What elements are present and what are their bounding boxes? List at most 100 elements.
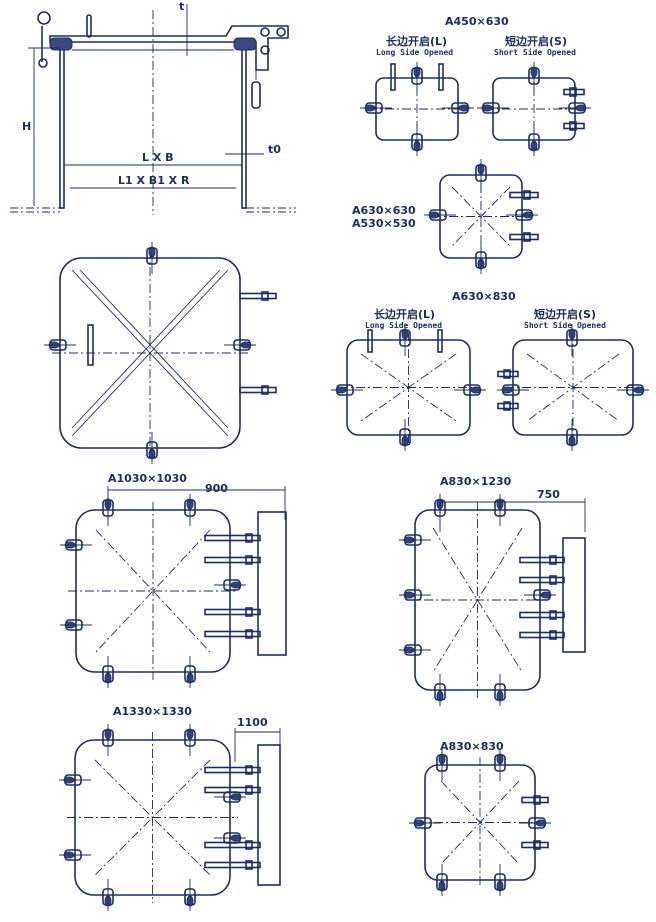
dog-clamp [454, 384, 486, 396]
hinge-arm [367, 329, 373, 353]
hinge-arm [509, 190, 539, 200]
hatch-plan-view [59, 724, 281, 911]
hinge-arm [521, 795, 549, 805]
dog-clamp [399, 589, 431, 601]
l1b1r-label: L1 X B1 X R [118, 174, 190, 187]
hinge-arm [204, 765, 261, 775]
dog-clamp [524, 589, 556, 601]
dog-clamp [59, 849, 91, 861]
hatch-title: A830×830 [440, 740, 504, 753]
diagonal [432, 527, 523, 673]
dog-clamp [44, 339, 76, 351]
hinge-arm [438, 63, 444, 91]
dog-clamp [214, 791, 246, 803]
diagonal [526, 353, 620, 422]
hatch-title: A630×630 [352, 204, 416, 217]
dog-clamp [436, 864, 448, 896]
diagonal [71, 269, 229, 437]
dog-clamp [331, 384, 363, 396]
hatch-plan-view [409, 749, 551, 896]
variant-label-en: Long Side Opened [365, 320, 442, 330]
dog-clamp [475, 159, 487, 191]
dog-clamp [494, 674, 506, 706]
handle-pin [86, 14, 92, 38]
diagonal [95, 529, 211, 653]
hatch-title: A1330×1330 [113, 705, 192, 718]
hatch-plan-view [399, 494, 586, 706]
dog-clamp [399, 419, 411, 451]
section-view: H t t0 L X B L1 X B1 X R [10, 0, 296, 215]
hatch-title: A1030×1030 [108, 472, 187, 485]
counterbalance-panel [257, 511, 287, 656]
dog-clamp [477, 102, 509, 114]
hatch-plan-view [360, 62, 474, 156]
variant-label-cn: 短边开启(S) [505, 34, 567, 48]
variant-label-cn: 短边开启(S) [534, 307, 596, 321]
coaming-wall-right [241, 47, 247, 209]
hatch-title: A530×530 [352, 217, 416, 230]
handwheel [87, 324, 94, 366]
dog-clamp [424, 209, 456, 221]
dog-clamp [146, 242, 158, 274]
dog-clamp [494, 749, 506, 781]
dimension-label: 900 [205, 482, 228, 495]
dog-clamp [184, 656, 196, 688]
dog-clamp [494, 864, 506, 896]
dog-clamp [434, 674, 446, 706]
coaming-wall-left [59, 47, 65, 209]
hatch-title: A830×1230 [440, 475, 512, 488]
dimension-label: 750 [537, 488, 560, 501]
dog-clamp [214, 579, 246, 591]
dog-clamp [519, 817, 551, 829]
hinge-arm [204, 860, 261, 870]
dog-clamp [566, 419, 578, 451]
h-label: H [22, 120, 31, 133]
dog-clamp [60, 539, 92, 551]
diagonal [94, 759, 211, 876]
dog-clamp [411, 62, 423, 94]
hinge-arm [239, 291, 277, 301]
dog-clamp [506, 209, 538, 221]
variant-label-cn: 长边开启(L) [386, 34, 447, 48]
hatch-plan-view [60, 486, 287, 688]
dog-clamp [360, 102, 392, 114]
dog-clamp [184, 724, 196, 756]
hatch-plan-view [477, 62, 591, 156]
lxb-label: L X B [142, 151, 174, 164]
hatch-plan-view [497, 324, 649, 451]
dog-clamp [559, 102, 591, 114]
hinge-arm [519, 630, 565, 640]
counterweight [251, 81, 261, 109]
t-label: t [179, 0, 184, 13]
gasket-right [233, 37, 257, 51]
dog-clamp [442, 102, 474, 114]
counterbalance-panel [257, 744, 281, 886]
hatch-plan-view [44, 242, 277, 464]
diagonal [440, 780, 520, 865]
hinge-arm [204, 555, 261, 565]
hinge-arm [519, 610, 565, 620]
dog-clamp [475, 242, 487, 274]
hinge-arm [521, 840, 549, 850]
hatch-title: A630×830 [452, 290, 516, 303]
hinge-arm [497, 401, 519, 411]
eye-bolt [37, 11, 51, 25]
variant-label-cn: 长边开启(L) [374, 307, 435, 321]
hinge-arm [204, 607, 261, 617]
dog-clamp [494, 494, 506, 526]
variant-label-en: Short Side Opened [524, 320, 606, 330]
variant-label-en: Short Side Opened [494, 47, 576, 57]
dog-clamp [59, 774, 91, 786]
dog-clamp [60, 619, 92, 631]
dog-clamp [224, 339, 256, 351]
dog-clamp [497, 384, 529, 396]
hinge-arm [204, 840, 261, 850]
diagonal [360, 353, 457, 422]
hinge-arm [519, 575, 565, 585]
hinge-arm [204, 533, 261, 543]
hinge-arm [204, 785, 261, 795]
dog-clamp [528, 124, 540, 156]
hinge-arm [204, 629, 261, 639]
dog-clamp [409, 817, 441, 829]
